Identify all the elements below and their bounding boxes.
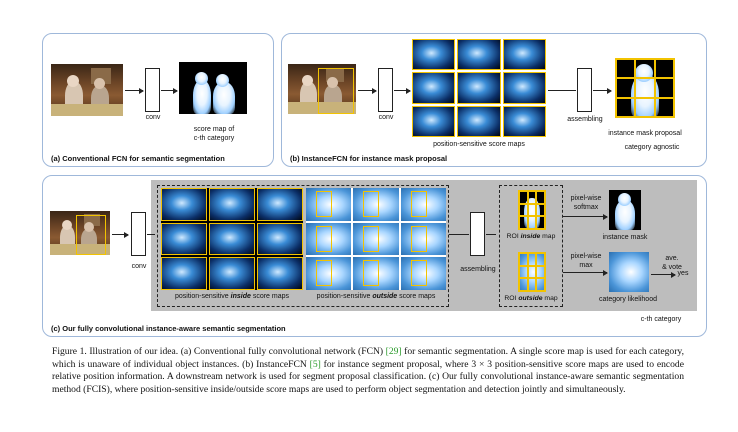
- panel-caption: (b) InstanceFCN for instance mask propos…: [290, 154, 448, 163]
- connector-line: [449, 234, 469, 235]
- roi-outside-map: [518, 252, 546, 292]
- arrow: [358, 87, 377, 94]
- score-map-tile: [457, 39, 501, 71]
- inside-map-tile: [161, 257, 207, 290]
- panel-c: conv position-sensitive inside score map…: [42, 175, 707, 337]
- inside-map-tile: [209, 222, 255, 256]
- assembling-label: assembling: [460, 266, 496, 273]
- outside-map-tile: [306, 257, 352, 290]
- category-label: c-th category: [640, 316, 682, 323]
- panel-a: conv score map of c-th category (a) Conv…: [42, 33, 274, 167]
- panel-caption: (c) Our fully convolutional instance-awa…: [51, 324, 286, 333]
- softmax-label: softmax: [573, 204, 599, 211]
- inside-map-tile: [209, 188, 255, 221]
- conv-label: conv: [145, 114, 161, 121]
- arrow: [651, 271, 676, 278]
- score-map-tile: [412, 105, 456, 137]
- citation-link[interactable]: [5]: [309, 358, 321, 370]
- conv-layer-box: [378, 68, 393, 112]
- arrow: [161, 87, 178, 94]
- outside-map-tile: [353, 188, 399, 221]
- likelihood-image: [609, 252, 649, 292]
- arrow: [394, 87, 411, 94]
- inside-map-tile: [209, 257, 255, 290]
- input-photo-c: [50, 211, 110, 255]
- citation-link[interactable]: [29]: [385, 346, 402, 357]
- instance-mask-image: [609, 190, 641, 230]
- panel-b: conv position-sensitive score maps assem…: [281, 33, 707, 167]
- connector-line: [548, 90, 576, 91]
- assembling-label: assembling: [567, 116, 603, 123]
- score-map-image: [179, 62, 247, 114]
- score-map-tile: [457, 72, 501, 104]
- roi-inside-map: [518, 190, 546, 230]
- score-map-label: c-th category: [193, 135, 235, 142]
- input-photo-a: [51, 64, 123, 116]
- instance-mask-proposal-image: [615, 58, 675, 118]
- proposal-label: instance mask proposal: [608, 130, 682, 137]
- assembling-box: [577, 68, 592, 112]
- outside-map-tile: [353, 222, 399, 256]
- panel-caption: (a) Conventional FCN for semantic segmen…: [51, 154, 225, 163]
- score-map-tile: [457, 105, 501, 137]
- connector-line: [486, 234, 496, 235]
- outside-score-maps: [306, 188, 446, 290]
- vote-label: ave.: [665, 255, 679, 262]
- outside-map-tile: [400, 222, 446, 256]
- softmax-label: pixel-wise: [570, 195, 602, 202]
- conv-label: conv: [378, 114, 394, 121]
- roi-group: [499, 185, 563, 307]
- outside-maps-label: position-sensitive outside score maps: [316, 293, 436, 300]
- score-map-tile: [502, 72, 546, 104]
- score-map-tile: [502, 105, 546, 137]
- max-label: max: [579, 262, 593, 269]
- max-label: pixel-wise: [570, 253, 602, 260]
- arrow: [593, 87, 612, 94]
- score-map-tile: [412, 39, 456, 71]
- score-maps-label: position-sensitive score maps: [433, 141, 525, 148]
- agnostic-label: category agnostic: [624, 144, 680, 151]
- input-photo-b: [288, 64, 356, 114]
- arrow: [125, 87, 144, 94]
- score-map-tile: [412, 72, 456, 104]
- connector-line: [147, 234, 155, 235]
- roi-inside-label: ROI inside map: [506, 233, 556, 240]
- instance-mask-label: instance mask: [602, 234, 648, 241]
- inside-map-tile: [161, 222, 207, 256]
- score-map-tile: [502, 39, 546, 71]
- outside-map-tile: [400, 188, 446, 221]
- assembling-box: [470, 212, 485, 256]
- inside-maps-label: position-sensitive inside score maps: [175, 293, 289, 300]
- arrow: [563, 213, 608, 220]
- conv-layer-box: [131, 212, 146, 256]
- likelihood-label: category likelihood: [599, 296, 657, 303]
- score-maps-group: [157, 185, 449, 307]
- outside-map-tile: [353, 257, 399, 290]
- conv-label: conv: [131, 263, 147, 270]
- conv-layer-box: [145, 68, 160, 112]
- yes-label: yes: [677, 270, 689, 277]
- vote-label: & vote: [662, 264, 682, 271]
- outside-map-tile: [400, 257, 446, 290]
- arrow: [112, 231, 129, 238]
- inside-map-tile: [257, 222, 303, 256]
- score-maps-grid: [412, 39, 546, 137]
- inside-map-tile: [161, 188, 207, 221]
- inside-map-tile: [257, 188, 303, 221]
- inside-score-maps: [161, 188, 303, 290]
- figure-caption: Figure 1. Illustration of our idea. (a) …: [52, 346, 684, 395]
- arrow: [563, 269, 608, 276]
- roi-outside-label: ROI outside map: [504, 295, 558, 302]
- inside-map-tile: [257, 257, 303, 290]
- outside-map-tile: [306, 188, 352, 221]
- score-map-label: score map of: [193, 126, 235, 133]
- outside-map-tile: [306, 222, 352, 256]
